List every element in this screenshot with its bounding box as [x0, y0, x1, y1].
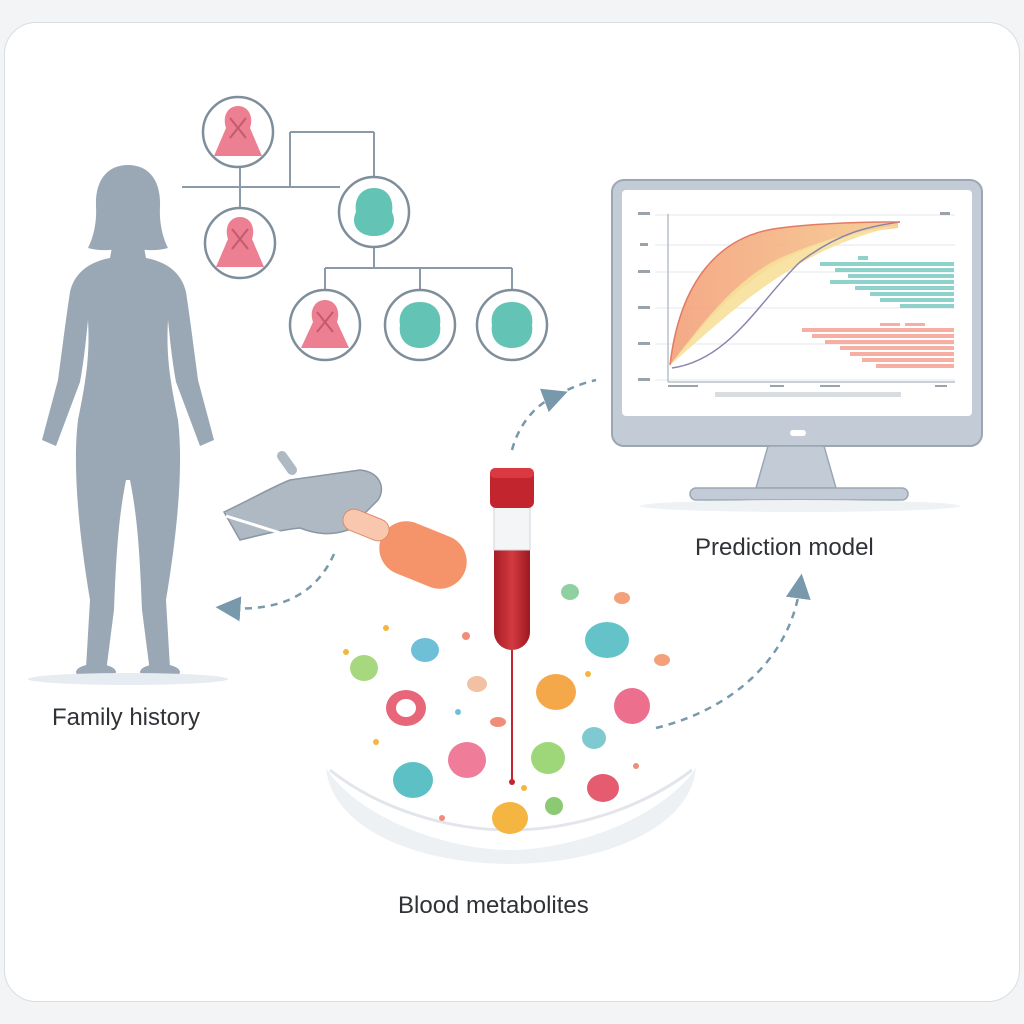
metabolite-dot [343, 649, 349, 655]
metabolite-blob [654, 654, 670, 666]
prediction-model-label: Prediction model [695, 534, 874, 561]
metabolite-blob [492, 802, 528, 834]
metabolite-blob [411, 638, 439, 662]
pedigree-female-grandparent [201, 95, 275, 169]
metabolite-blob [582, 727, 606, 749]
metabolite-dot [383, 625, 389, 631]
pedigree-male-child [475, 288, 549, 362]
pedigree-female-child [288, 288, 362, 362]
capsule-icon [342, 508, 467, 589]
blood-metabolites-label: Blood metabolites [398, 892, 589, 919]
metabolite-dot [585, 671, 591, 677]
female-silhouette-icon [42, 165, 214, 680]
arrow-to-model-tail [555, 378, 597, 398]
family-history-label: Family history [52, 704, 201, 731]
metabolite-blob [467, 676, 487, 692]
blood-tube-icon [490, 468, 534, 785]
pedigree-male-child [383, 288, 457, 362]
figure-shadow [28, 673, 228, 685]
pedigree-female-parent [203, 206, 277, 280]
metabolite-blob [350, 655, 378, 681]
metabolite-blob [490, 717, 506, 727]
metabolite-blob [448, 742, 486, 778]
arrow-to-prediction [655, 573, 811, 730]
metabolite-dot [373, 739, 379, 745]
metabolite-core [396, 699, 416, 717]
metabolite-blob [614, 592, 630, 604]
prediction-chart [638, 212, 955, 397]
arrow-to-model [510, 388, 568, 451]
arrow-to-family [215, 553, 336, 622]
metabolite-blob [561, 584, 579, 600]
metabolite-blob [614, 688, 650, 724]
metabolite-dot [462, 632, 470, 640]
metabolite-dot [455, 709, 461, 715]
metabolite-particles [343, 584, 670, 834]
metabolite-blob [587, 774, 619, 802]
metabolite-blob [393, 762, 433, 798]
gloved-hand-icon [222, 451, 467, 589]
metabolite-blob [585, 622, 629, 658]
metabolite-blob [531, 742, 565, 774]
metabolite-blob [545, 797, 563, 815]
metabolite-dot [633, 763, 639, 769]
metabolite-dot [521, 785, 527, 791]
metabolite-dot [439, 815, 445, 821]
pedigree-male-parent [337, 175, 411, 249]
family-tree-icon [182, 95, 549, 362]
flow-arrows [215, 378, 811, 730]
metabolite-blob [536, 674, 576, 710]
